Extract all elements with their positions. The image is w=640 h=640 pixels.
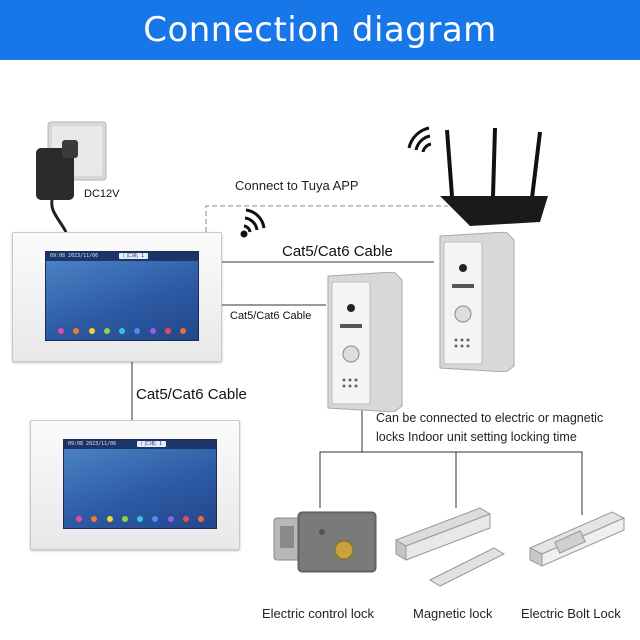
- electric-bolt-lock-label: Electric Bolt Lock: [521, 606, 621, 621]
- monitor-2-channel: 门口机 1: [136, 441, 166, 447]
- monitor-2-screen: 09:08 2023/11/06 门口机 1: [63, 439, 217, 529]
- indoor-monitor-2: 09:08 2023/11/06 门口机 1: [30, 420, 240, 550]
- lock-note: Can be connected to electric or magnetic…: [376, 409, 603, 447]
- menu-icon: [180, 328, 186, 334]
- power-adapter-icon: [36, 140, 78, 233]
- menu-icon: [121, 516, 128, 522]
- magnetic-lock-label: Magnetic lock: [413, 606, 493, 621]
- electric-control-lock-icon: [273, 511, 377, 573]
- monitor-1-screen: 09:08 2023/11/06 门口机 1: [45, 251, 199, 341]
- lock-note-line1: Can be connected to electric or magnetic: [376, 411, 604, 425]
- monitor-1-channel: 门口机 1: [118, 253, 148, 259]
- router-icon: [440, 127, 548, 226]
- menu-icon: [152, 516, 159, 522]
- menu-icon: [198, 516, 204, 522]
- magnetic-lock-icon: [394, 507, 506, 587]
- monitor-2-menu-icons: [76, 516, 204, 522]
- menu-icon: [103, 328, 110, 334]
- wifi-icon-router: [407, 126, 432, 153]
- monitor-1-time: 09:08 2023/11/06: [50, 253, 99, 259]
- electric-control-lock-label: Electric control lock: [262, 606, 374, 621]
- menu-icon: [91, 516, 98, 522]
- monitor-1-menu-icons: [58, 328, 186, 334]
- monitor-2-status-bar: 09:08 2023/11/06 门口机 1: [64, 440, 216, 449]
- menu-icon: [76, 516, 82, 522]
- menu-icon: [106, 516, 113, 522]
- tuya-app-label: Connect to Tuya APP: [235, 178, 359, 193]
- diagram-title-bar: Connection diagram: [0, 0, 640, 60]
- menu-icon: [88, 328, 95, 334]
- monitor-1-status-bar: 09:08 2023/11/06 门口机 1: [46, 252, 198, 261]
- lock-bus-line: [319, 451, 583, 515]
- cable-vertical-label: Cat5/Cat6 Cable: [136, 386, 247, 403]
- outdoor-doorbell-1: [327, 272, 403, 412]
- menu-icon: [137, 516, 143, 522]
- tuya-app-dashed-link: [205, 205, 448, 232]
- menu-icon: [134, 328, 141, 334]
- menu-icon: [119, 328, 125, 334]
- power-label: DC12V: [84, 188, 120, 200]
- outdoor-doorbell-2: [439, 232, 515, 372]
- menu-icon: [73, 328, 80, 334]
- wifi-icon-monitor: [240, 208, 266, 238]
- cable-top-label: Cat5/Cat6 Cable: [282, 243, 393, 260]
- diagram-title: Connection diagram: [143, 10, 497, 50]
- monitor-2-time: 09:08 2023/11/06: [68, 441, 117, 447]
- menu-icon: [164, 328, 171, 334]
- menu-icon: [149, 328, 156, 334]
- lock-note-line2: locks Indoor unit setting locking time: [376, 430, 577, 444]
- electric-bolt-lock-icon: [528, 511, 626, 567]
- menu-icon: [167, 516, 174, 522]
- menu-icon: [58, 328, 64, 334]
- cable-mid-label: Cat5/Cat6 Cable: [230, 310, 312, 322]
- indoor-monitor-1: 09:08 2023/11/06 门口机 1: [12, 232, 222, 362]
- menu-icon: [182, 516, 189, 522]
